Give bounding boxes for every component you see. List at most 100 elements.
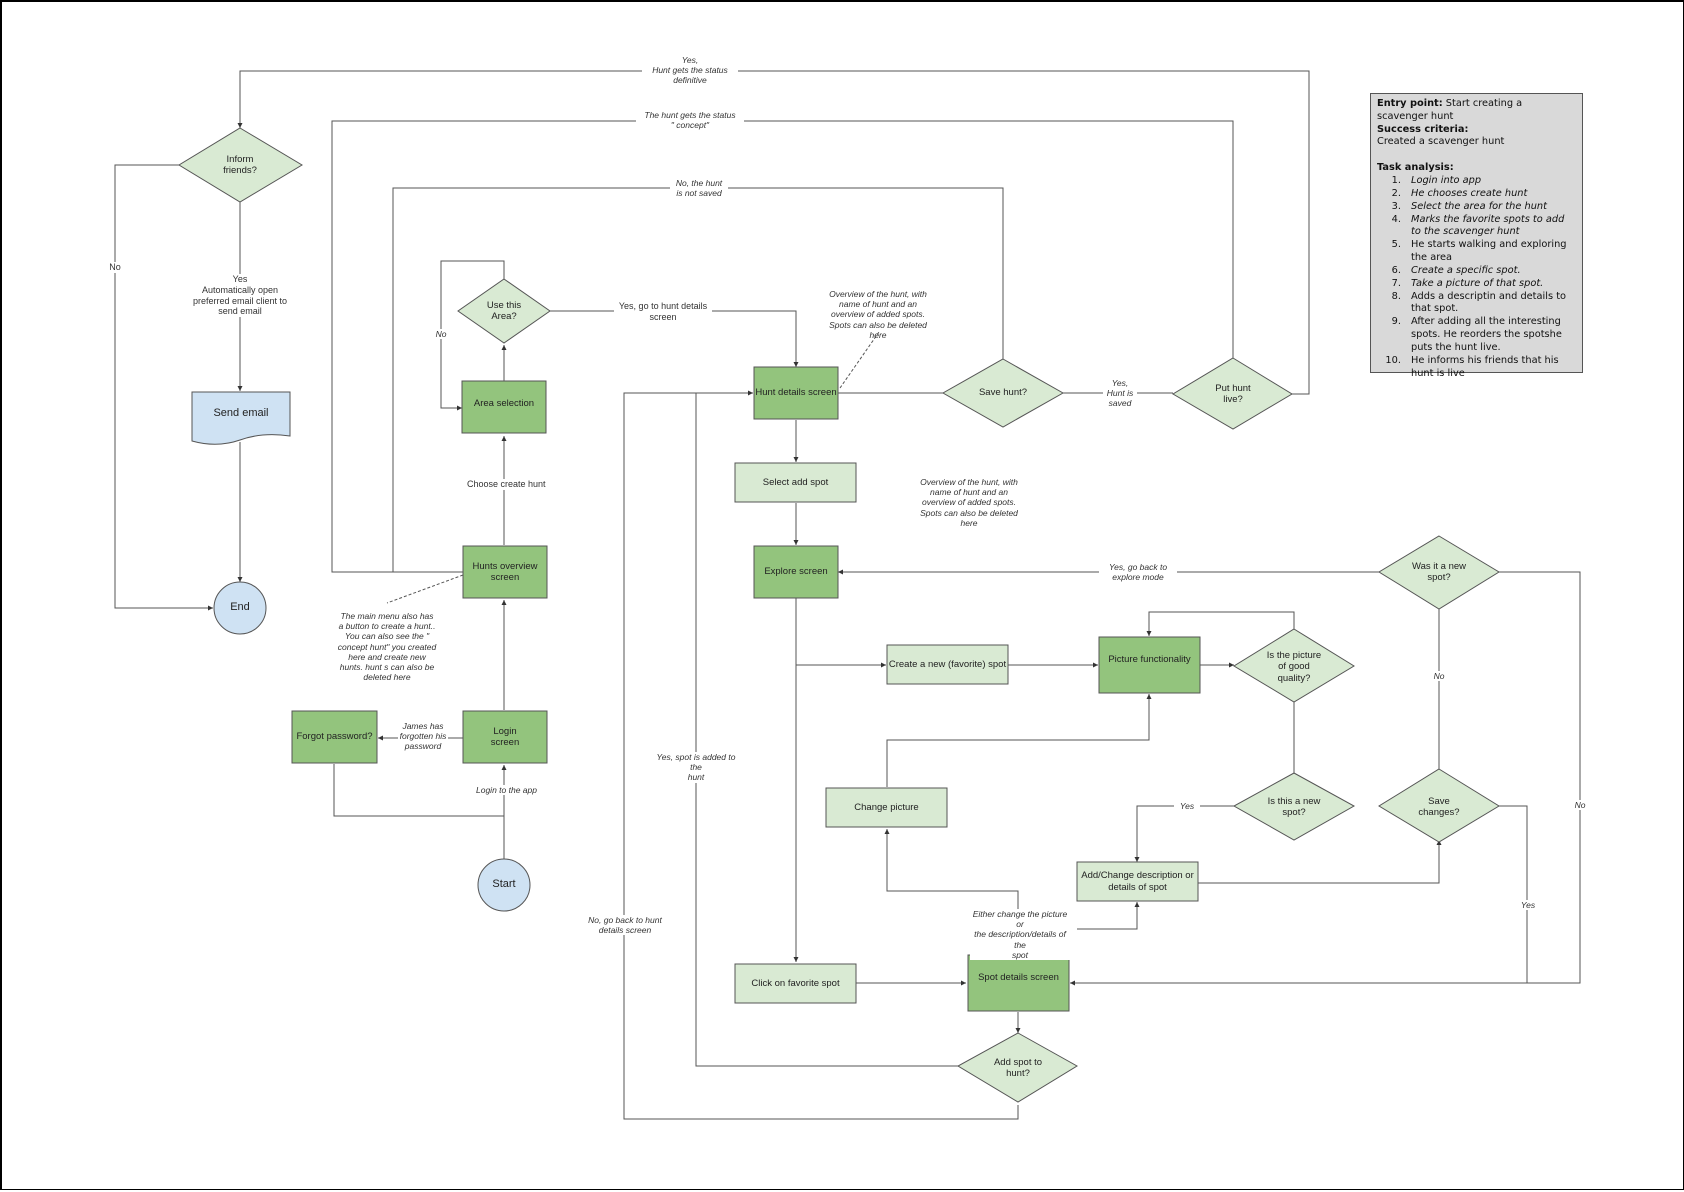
decision-save-changes[interactable] [1378, 768, 1500, 843]
edge-label-no-area: No [434, 329, 448, 340]
task-item: 4.Marks the favorite spots to add to the… [1377, 214, 1576, 240]
task-text: Select the area for the hunt [1411, 200, 1547, 212]
edge-add-no [623, 390, 1019, 1120]
node-click-favorite-spot[interactable] [734, 963, 857, 1004]
node-create-new-spot[interactable] [886, 644, 1009, 685]
task-number: 3. [1391, 200, 1401, 212]
edge-label-no-back-hunt-details: No, go back to hunt details screen [587, 915, 663, 936]
decision-good-quality[interactable] [1233, 628, 1355, 703]
edge-concept [331, 120, 1234, 573]
edge-label-login-to-app: Login to the app [476, 785, 537, 796]
task-item: 1. Login into app [1377, 175, 1576, 188]
edge-label-james-forgot: James has forgotten his password [398, 721, 448, 752]
node-hunts-overview[interactable] [462, 545, 548, 599]
edge-label-not-saved: No, the hunt is not saved [670, 178, 728, 199]
node-picture-functionality[interactable] [1098, 636, 1201, 694]
edge-label-concept: The hunt gets the status " concept" [636, 110, 744, 131]
task-text: Login into app [1411, 175, 1482, 187]
success-criteria-heading: Success criteria: [1377, 123, 1469, 135]
edge-label-no-new-spot: No [1432, 671, 1446, 682]
decision-add-spot-to-hunt[interactable] [956, 1032, 1078, 1103]
edge-put-live-to-inform [237, 70, 1310, 395]
task-text: He starts walking and exploring the area [1411, 239, 1567, 264]
task-number: 6. [1391, 264, 1401, 276]
edge-wasnew-no [1070, 571, 1581, 986]
node-login-screen[interactable] [462, 710, 548, 764]
node-end[interactable] [213, 581, 267, 635]
task-number: 1. [1391, 175, 1401, 187]
task-number: 7. [1391, 277, 1401, 289]
node-add-change-description[interactable] [1076, 861, 1199, 902]
edge-add-yes [695, 393, 958, 1067]
task-text: He informs his friends that his hunt is … [1411, 354, 1559, 379]
edge-label-yes-saved: Yes, Hunt is saved [1103, 378, 1137, 409]
task-item: 9.After adding all the interesting spots… [1377, 316, 1576, 354]
task-number: 4. [1391, 213, 1401, 225]
edge-label-no-inform: No [105, 262, 125, 273]
task-item: 10. He informs his friends that his hunt … [1377, 355, 1576, 381]
node-hunt-details[interactable] [753, 366, 839, 420]
decision-was-new-spot[interactable] [1378, 535, 1500, 610]
entry-point-value: Start creating a scavenger hunt [1377, 98, 1523, 122]
decision-save-hunt[interactable] [941, 358, 1065, 428]
decision-is-new-spot[interactable] [1232, 772, 1356, 841]
edge-use-no [440, 260, 505, 411]
node-explore-screen[interactable] [753, 545, 839, 599]
task-item: 6. Create a specific spot. [1377, 265, 1576, 278]
nodes [178, 127, 1500, 1103]
annotation-hunt-overview-2: Overview of the hunt, with name of hunt … [920, 477, 1018, 528]
edge-label-no-right: No [1573, 800, 1587, 811]
edge-label-yes-is-new: Yes [1174, 801, 1200, 812]
task-text: He chooses create hunt [1411, 187, 1528, 199]
edge-label-yes-save-changes: Yes [1518, 900, 1538, 911]
task-text: Create a specific spot. [1411, 264, 1521, 276]
edge-forgot-login [333, 764, 504, 817]
task-item: 7. Take a picture of that spot. [1377, 278, 1576, 291]
edge-isnew-yes [1134, 805, 1234, 862]
task-text: After adding all the interesting spots. … [1411, 316, 1562, 353]
task-analysis-box: Entry point: Start creating a scavenger … [1370, 93, 1583, 379]
connectors [114, 70, 1581, 1120]
success-criteria-label: Success criteria: [1377, 124, 1576, 137]
node-change-picture[interactable] [825, 787, 948, 828]
spacer [1377, 149, 1576, 162]
edge-label-choose-create-hunt: Choose create hunt [467, 479, 546, 490]
entry-point-label: Entry point: [1377, 98, 1443, 109]
edge-not-saved [392, 187, 1004, 572]
node-forgot-password[interactable] [291, 710, 378, 764]
task-text: Take a picture of that spot. [1411, 277, 1544, 289]
edge-inform-no [114, 164, 213, 611]
edge-label-yes-definitive: Yes, Hunt gets the status definitive [642, 55, 738, 86]
task-item: 8. Adds a descriptin and details to that … [1377, 291, 1576, 317]
edge-change-picture [886, 694, 1152, 787]
task-text: Adds a descriptin and details to that sp… [1411, 290, 1567, 315]
task-item: 2. He chooses create hunt [1377, 188, 1576, 201]
edge-quality-loop [1146, 611, 1295, 636]
edge-desc-save [1197, 840, 1442, 884]
edge-save-yes [1499, 805, 1528, 983]
node-start[interactable] [477, 858, 531, 912]
annotation-main-menu: The main menu also has a button to creat… [337, 611, 437, 683]
edge-either-desc [1077, 902, 1140, 930]
annotation-line-hunt-details [839, 331, 880, 389]
task-number: 5. [1391, 239, 1401, 251]
node-spot-details[interactable] [967, 954, 1070, 1012]
task-list: 1. Login into app 2. He chooses create hunt… [1377, 175, 1576, 380]
node-send-email[interactable] [191, 391, 291, 445]
annotation-hunt-details: Overview of the hunt, with name of hunt … [829, 289, 927, 340]
node-area-selection[interactable] [461, 380, 547, 434]
node-select-add-spot[interactable] [734, 462, 857, 503]
task-number: 8. [1391, 290, 1401, 302]
decision-inform-friends[interactable] [178, 127, 303, 203]
edge-label-yes-email: Yes Automatically open preferred email c… [192, 274, 288, 318]
annotation-line-overview [386, 574, 464, 604]
edge-label-either-change: Either change the picture or the descrip… [970, 909, 1070, 960]
task-number: 2. [1391, 187, 1401, 199]
decision-put-hunt-live[interactable] [1172, 357, 1293, 430]
decision-use-this-area[interactable] [457, 278, 551, 344]
task-number: 10. [1385, 354, 1401, 366]
task-analysis-heading: Task analysis: [1377, 162, 1454, 174]
edge-label-yes-hunt-details: Yes, go to hunt details screen [614, 301, 712, 323]
